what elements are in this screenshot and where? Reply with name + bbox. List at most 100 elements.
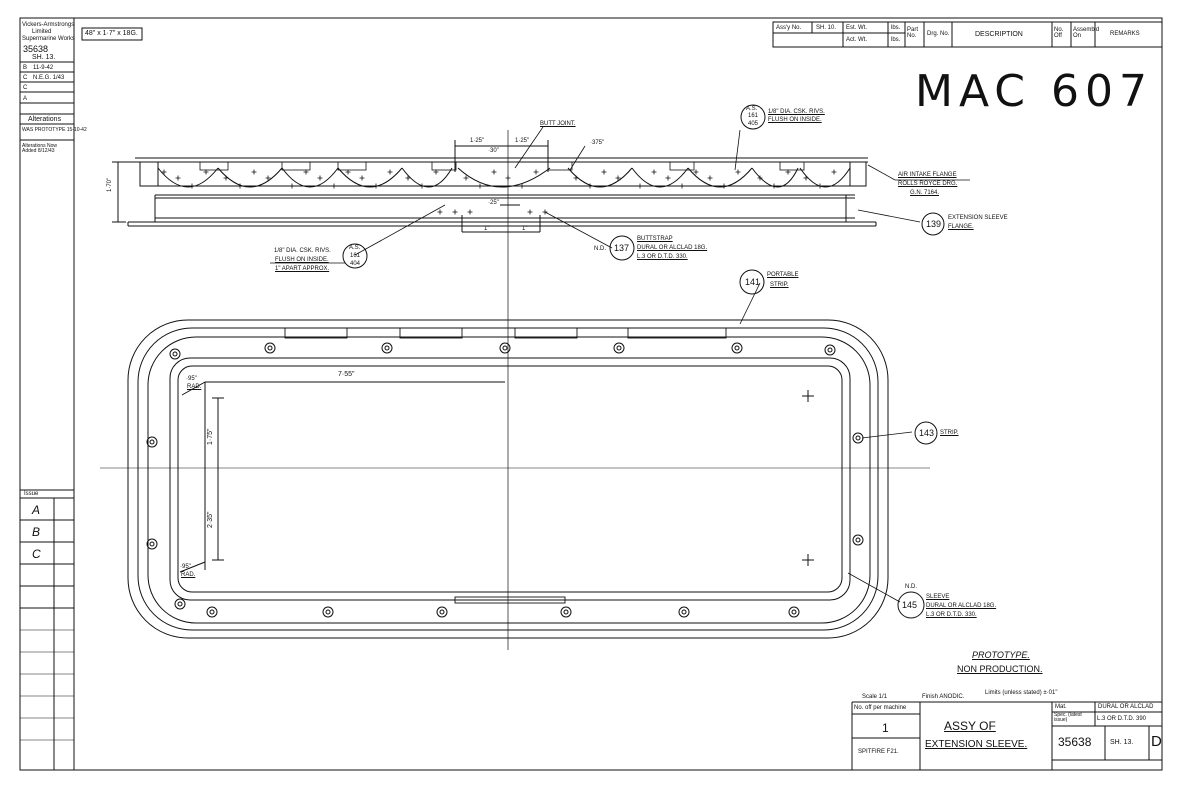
rivet-mark — [467, 209, 473, 215]
issue-mark: B — [32, 525, 41, 539]
rivet-mark — [189, 183, 195, 189]
rivet-mark — [303, 169, 309, 175]
dim-0-30: ·30" — [488, 148, 499, 154]
sleeve-line1: SLEEVE — [926, 594, 950, 600]
rad-bottom-label: RAD. — [181, 572, 196, 578]
company-line-3: Supermarine Works — [22, 36, 75, 42]
rivet-mark — [533, 169, 539, 175]
rad-bottom-value: ·95" — [180, 564, 191, 570]
ext-flange-line2: FLANGE. — [948, 224, 974, 230]
parts-list-header — [772, 21, 1163, 48]
prototype-stamp: PROTOTYPE. — [972, 650, 1030, 660]
rivet-mark — [463, 175, 469, 181]
air-intake-line2: ROLLS ROYCE DRG. — [898, 181, 958, 187]
issue-row-letter: C — [23, 75, 28, 81]
header-assembled-on: Assemb'd On — [1073, 27, 1100, 39]
header-no-off: No. Off — [1054, 27, 1064, 39]
rivet-mark — [615, 175, 621, 181]
dim-0-25: ·25" — [488, 200, 499, 206]
tb-limits: Limits (unless stated) ±·01" — [985, 690, 1058, 696]
rivet-mark — [735, 169, 741, 175]
rivet-mark — [785, 169, 791, 175]
header-lbs: lbs. — [891, 25, 901, 31]
buttstrap-nd: N.D. — [594, 246, 606, 252]
tb-spec-label: Spec. (latest issue) — [1054, 712, 1082, 723]
rivet-mark — [317, 175, 323, 181]
callout-139: 139 — [926, 219, 942, 229]
sidebar-sheet: SH. 13. — [32, 54, 56, 61]
rivet-mark — [331, 183, 337, 189]
rivet-mark — [237, 183, 243, 189]
rivet-mark — [757, 175, 763, 181]
rivet-mark — [265, 175, 271, 181]
as161-bottom-line3: 404 — [350, 261, 361, 267]
header-description: DESCRIPTION — [975, 31, 1023, 38]
rivet-mark — [601, 169, 607, 175]
tb-issue: D — [1151, 733, 1162, 750]
header-lbs: lbs. — [891, 37, 901, 43]
air-intake-line3: G.N. 7164. — [910, 190, 940, 196]
tb-spec-value: L.3 OR D.T.D. 390 — [1097, 716, 1147, 722]
dim-1-25-right: 1·25" — [515, 138, 530, 144]
callout-137: 137 — [614, 243, 630, 253]
rivet-mark — [587, 183, 593, 189]
company-line-1: Vickers-Armstrongs — [22, 22, 75, 28]
tb-aircraft: SPITFIRE F21. — [858, 749, 899, 755]
header-act-wt: Act. Wt. — [846, 37, 867, 43]
rivet-mark — [491, 169, 497, 175]
rivet-mark — [679, 183, 685, 189]
sleeve-nd: N.D. — [905, 584, 917, 590]
alteration-note: WAS PROTOTYPE 15-10-42 — [22, 127, 87, 133]
tb-drawing-no: 35638 — [1058, 735, 1092, 749]
plan-view — [127, 319, 889, 639]
non-production-stamp: NON PRODUCTION. — [957, 664, 1043, 674]
as161-top-line2: 161 — [748, 113, 759, 119]
rad-top-label: RAD. — [187, 384, 202, 390]
rivets-bottom-line3: 1" APART APPROX. — [275, 266, 330, 272]
portable-strip-line2: STRIP. — [770, 282, 789, 288]
issue-row-note: N.E.G. 1/43 — [33, 75, 65, 81]
rivet-mark — [721, 183, 727, 189]
rivet-mark — [345, 169, 351, 175]
as161-bottom-line2: 161 — [350, 253, 361, 259]
rivet-mark — [387, 169, 393, 175]
ext-flange-line1: EXTENSION SLEEVE — [948, 215, 1008, 221]
callout-141: 141 — [745, 277, 761, 287]
rivet-mark — [542, 209, 548, 215]
dim-1-70: 1·70" — [107, 177, 113, 192]
title-block — [851, 701, 1162, 770]
header-assy-no: Ass'y No. — [776, 25, 802, 31]
rivet-mark — [419, 183, 425, 189]
header-part-no: Part No. — [907, 27, 919, 39]
rivet-mark — [359, 175, 365, 181]
rivet-mark — [251, 169, 257, 175]
rivet-mark — [573, 175, 579, 181]
air-intake-line1: AIR INTAKE FLANGE — [898, 172, 957, 178]
rivet-mark — [161, 169, 167, 175]
rivet-mark — [527, 209, 533, 215]
dim-7-55: 7·55" — [338, 371, 355, 378]
sidebar-drawing-no: 35638 — [23, 44, 49, 54]
rivets-bottom-line1: 1/8" DIA. CSK. RIVS. — [274, 248, 331, 254]
rivet-mark — [203, 169, 209, 175]
tb-no-off-value: 1 — [882, 721, 889, 735]
rivet-mark — [289, 183, 295, 189]
rivets-top-line2: FLUSH ON INSIDE. — [768, 117, 822, 123]
rivet-mark — [175, 175, 181, 181]
portable-strip-line1: PORTABLE — [767, 272, 799, 278]
rivet-mark — [405, 175, 411, 181]
header-drg-no: Drg. No. — [927, 31, 950, 37]
rivet-mark — [803, 175, 809, 181]
as161-bottom-line1: A.S. — [349, 245, 361, 251]
company-line-2: Limited — [32, 29, 52, 35]
dim-0-375: ·375" — [590, 140, 605, 146]
issue-mark: C — [32, 547, 41, 561]
alteration-note: Alterations Now Added 8/12/43 — [22, 143, 58, 154]
sleeve-line3: L.3 OR D.T.D. 330. — [926, 612, 977, 618]
rivet-mark — [519, 183, 525, 189]
tb-mat-value: DURAL OR ALCLAD — [1098, 704, 1154, 710]
dim-2-35: 2·35" — [207, 511, 214, 529]
rivet-mark — [452, 209, 458, 215]
